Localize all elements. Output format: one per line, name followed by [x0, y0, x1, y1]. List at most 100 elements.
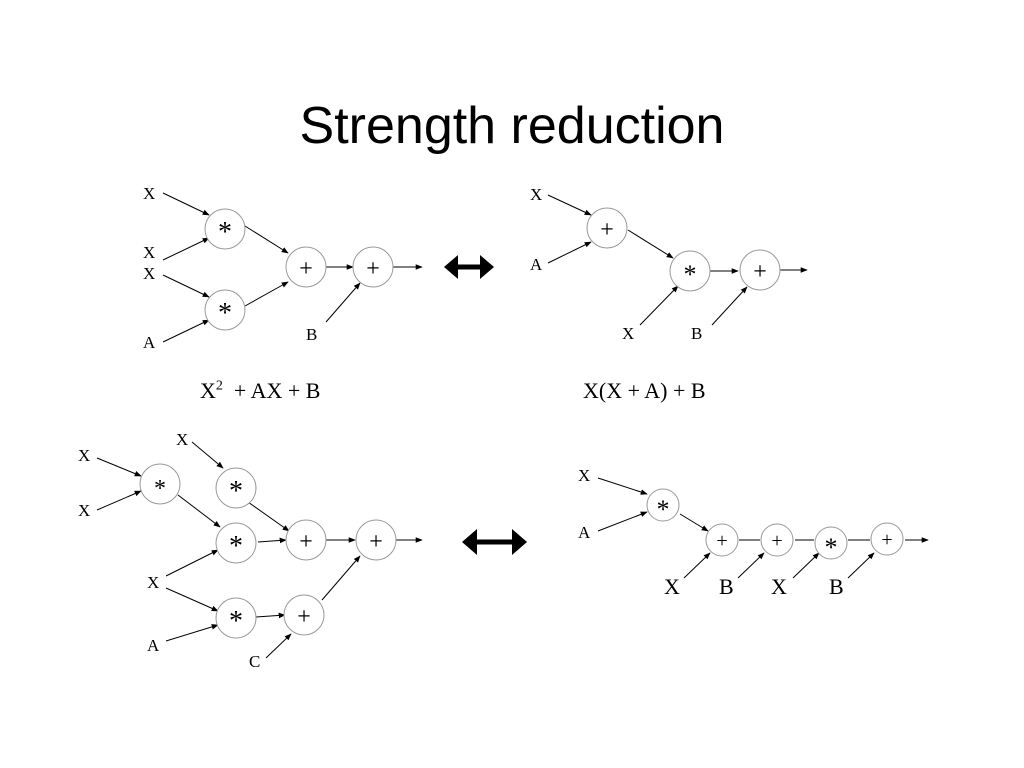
edge: [255, 612, 286, 619]
add-operator: +: [771, 530, 782, 552]
input-label-a: A: [143, 333, 156, 352]
input-label-x: X: [78, 501, 90, 520]
mul-node: [814, 526, 848, 560]
edge: [627, 229, 674, 259]
edge: [321, 555, 361, 601]
mul-node: [215, 597, 257, 639]
mul-operator: *: [229, 531, 243, 562]
double-arrow-icon: [462, 529, 527, 555]
add-operator: +: [369, 529, 383, 555]
add-operator: +: [753, 259, 767, 285]
formula-polynomial-base: X: [200, 378, 216, 403]
edge: [325, 282, 361, 323]
formula-polynomial: X2 + AX + B: [200, 378, 320, 404]
input-label-x: X: [664, 574, 680, 599]
input-label-a: A: [578, 523, 591, 542]
diagram-bottom-left: * * * + + * + X X X X A C: [78, 430, 423, 671]
edge: [792, 552, 820, 579]
formula-horner: X(X + A) + B: [583, 378, 706, 403]
mul-operator: *: [229, 606, 243, 637]
mul-operator: *: [154, 476, 166, 502]
mul-operator: *: [825, 533, 838, 562]
add-operator: +: [299, 529, 313, 555]
mul-operator: *: [218, 217, 232, 248]
input-label-a: A: [530, 255, 543, 274]
edge: [547, 194, 592, 216]
mul-node: [669, 250, 711, 292]
edge: [257, 537, 287, 544]
input-label-b: B: [306, 325, 317, 344]
add-operator: +: [881, 529, 892, 551]
input-label-x: X: [78, 446, 90, 465]
diagram-top-left: * * + + X X X A B: [143, 184, 423, 352]
add-node: [355, 519, 397, 561]
add-operator: +: [297, 604, 311, 630]
input-label-c: C: [249, 652, 260, 671]
input-label-x: X: [176, 430, 188, 449]
formula-polynomial-rest: + AX + B: [222, 378, 321, 403]
slide-title: Strength reduction: [299, 97, 725, 155]
formula-polynomial-exponent: 2: [215, 378, 223, 394]
edge: [162, 319, 210, 343]
add-node: [760, 523, 794, 557]
input-label-a: A: [147, 636, 160, 655]
input-label-b: B: [829, 574, 844, 599]
edge: [244, 281, 289, 307]
edge: [162, 237, 210, 261]
mul-node: [215, 467, 257, 509]
edge: [96, 457, 142, 477]
diagram-top-right: + * + X A X B: [530, 185, 808, 343]
edge: [597, 477, 648, 495]
edge: [265, 633, 292, 659]
add-operator: +: [299, 256, 313, 282]
mul-operator: *: [684, 260, 697, 289]
edge: [683, 552, 711, 579]
add-node: [739, 249, 781, 291]
input-label-x: X: [771, 574, 787, 599]
add-operator: +: [716, 530, 727, 552]
edge: [96, 490, 142, 511]
edge: [597, 511, 648, 532]
edge: [162, 274, 210, 298]
input-label-x: X: [143, 184, 155, 203]
input-label-x: X: [147, 573, 159, 592]
mul-node: [204, 289, 246, 331]
edge: [191, 441, 224, 469]
input-label-x: X: [530, 185, 542, 204]
diagram-bottom-right: * + + * + X A X B X B: [578, 466, 929, 599]
edge: [244, 225, 289, 254]
add-node: [870, 522, 904, 556]
mul-node: [646, 488, 680, 522]
input-label-x: X: [143, 264, 155, 283]
add-node: [285, 246, 327, 288]
edge: [547, 241, 592, 264]
mul-node: [204, 208, 246, 250]
add-operator: +: [600, 217, 614, 243]
add-node: [285, 519, 327, 561]
mul-operator: *: [218, 298, 232, 329]
edge: [177, 494, 221, 528]
input-label-x: X: [622, 324, 634, 343]
mul-node: [215, 522, 257, 564]
mul-operator: *: [229, 476, 243, 507]
edge: [165, 587, 219, 612]
edge: [679, 513, 709, 532]
edge: [711, 286, 748, 326]
edge: [247, 501, 290, 532]
add-node: [283, 594, 325, 636]
add-node: [705, 523, 739, 557]
edge: [165, 624, 219, 642]
edge: [162, 192, 210, 216]
edge: [639, 285, 679, 326]
input-label-b: B: [691, 324, 702, 343]
add-operator: +: [366, 256, 380, 282]
add-node: [586, 207, 628, 249]
input-label-b: B: [719, 574, 734, 599]
input-label-x: X: [143, 243, 155, 262]
double-arrow-icon: [444, 255, 494, 279]
mul-node: [139, 463, 181, 505]
mul-operator: *: [657, 495, 670, 524]
edge: [737, 552, 765, 579]
add-node: [352, 246, 394, 288]
